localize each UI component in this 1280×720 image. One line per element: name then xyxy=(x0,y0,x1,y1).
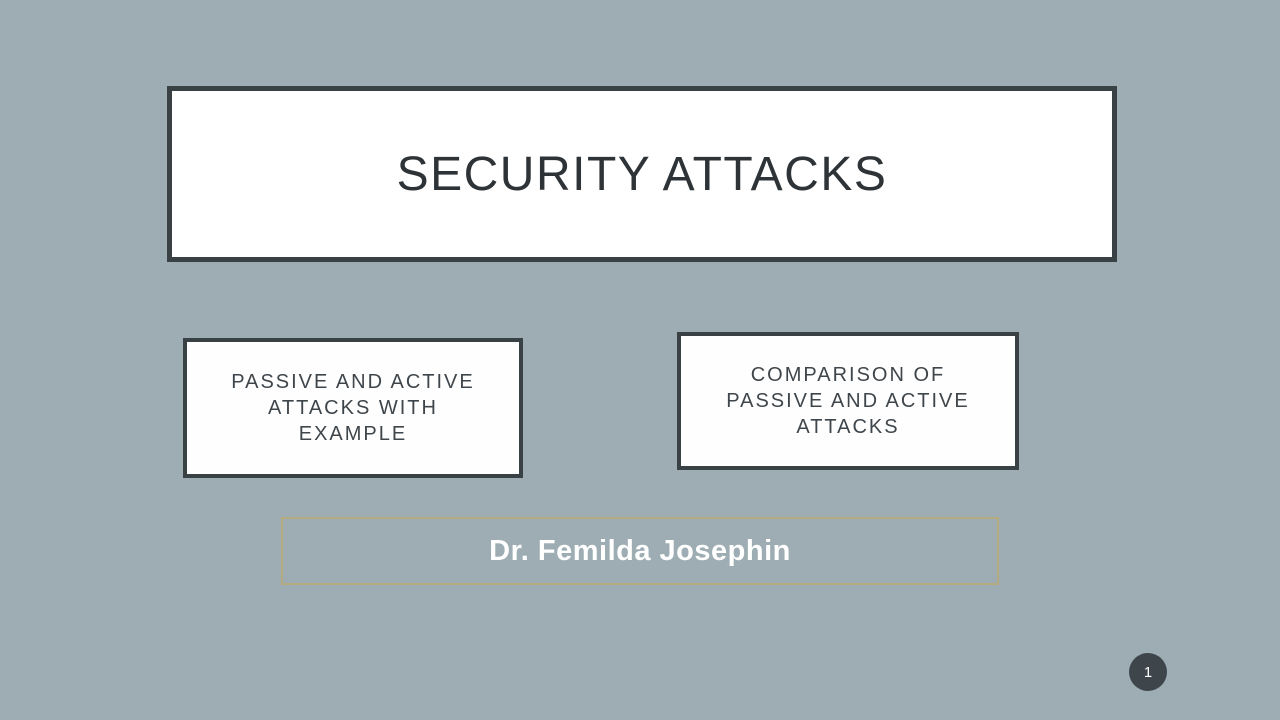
title-box: SECURITY ATTACKS xyxy=(167,86,1117,262)
section-card-label: COMPARISON OF PASSIVE AND ACTIVE ATTACKS xyxy=(726,364,970,438)
page-number: 1 xyxy=(1143,663,1153,681)
author-box: Dr. Femilda Josephin xyxy=(281,517,999,585)
author-name: Dr. Femilda Josephin xyxy=(489,534,791,567)
slide-title: SECURITY ATTACKS xyxy=(396,147,888,201)
section-card-comparison-attacks[interactable]: COMPARISON OF PASSIVE AND ACTIVE ATTACKS xyxy=(677,332,1019,470)
section-card-label: PASSIVE AND ACTIVE ATTACKS WITH EXAMPLE xyxy=(231,371,475,445)
page-number-badge: 1 xyxy=(1129,653,1167,691)
section-card-passive-active-attacks[interactable]: PASSIVE AND ACTIVE ATTACKS WITH EXAMPLE xyxy=(183,338,523,478)
